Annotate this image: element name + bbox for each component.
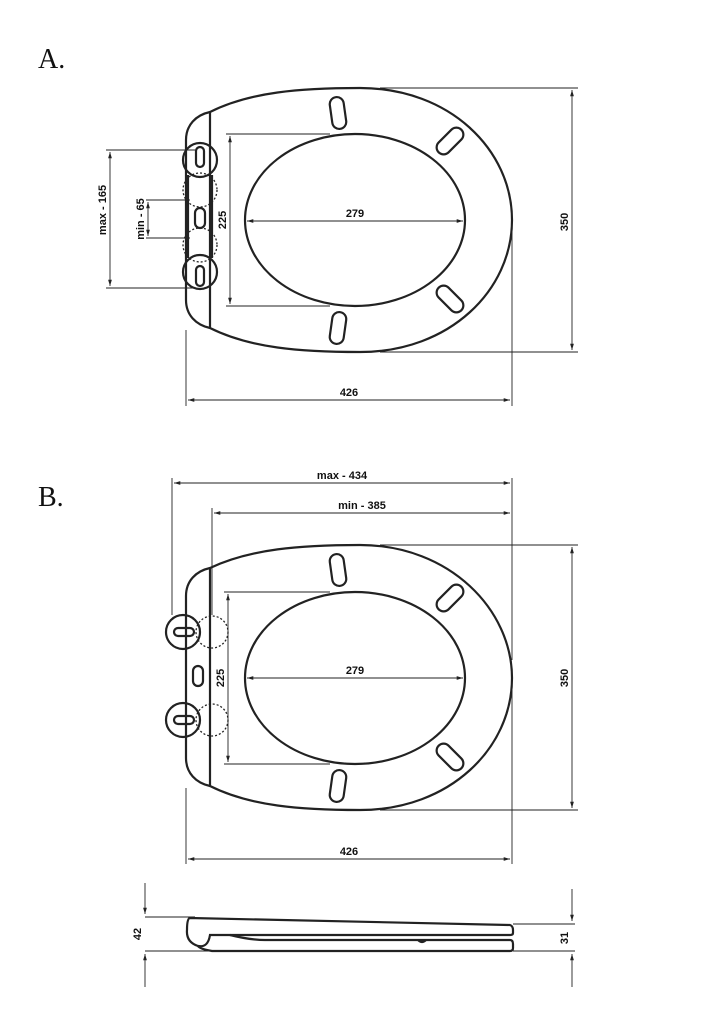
dim-span-min: min - 385 [338,500,386,512]
hinge-adjustable-a [181,141,219,291]
dim-rear-height: 42 [132,928,144,940]
dim-inner-width-b: 279 [346,665,364,677]
dim-width-b: 426 [340,846,358,858]
dim-inner-depth-b: 225 [215,669,227,687]
seat-side-view [185,916,515,953]
seat-top-view-a [181,86,514,354]
dimensions-a: 350 426 225 279 max - 165 min - 65 [97,87,578,406]
dimensions-b: max - 434 min - 385 350 426 225 279 [171,470,578,864]
dim-front-height: 31 [559,932,571,944]
view-b-label: B. [38,482,64,513]
bumper-slots [328,95,465,346]
dim-depth-b: 350 [559,669,571,687]
dim-inner-depth-a: 225 [217,211,229,229]
dimensions-side: 42 31 [132,883,575,987]
dim-width-a: 426 [340,387,358,399]
dim-depth-a: 350 [559,213,571,231]
dim-inner-width-a: 279 [346,208,364,220]
view-a-label: A. [38,44,65,75]
dim-hinge-max: max - 165 [97,185,109,235]
dim-hinge-min: min - 65 [135,198,147,240]
dim-span-max: max - 434 [317,470,368,482]
